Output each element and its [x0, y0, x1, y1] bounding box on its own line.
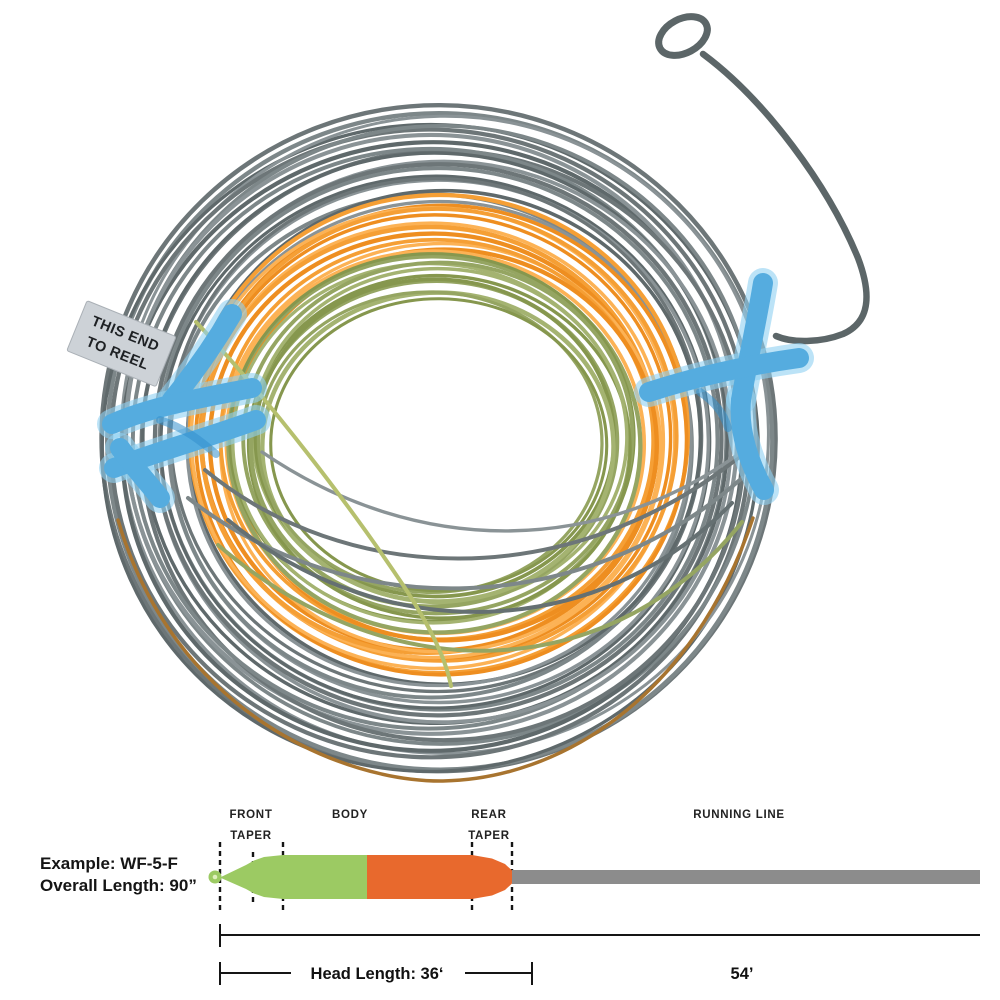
body-front-shape — [283, 855, 367, 899]
coil-strand — [260, 290, 616, 604]
leader-curve — [699, 50, 870, 345]
coil-strand — [269, 297, 609, 593]
pipe-cleaner-left-strokes — [97, 299, 271, 513]
front-taper-label-line2: TAPER — [230, 830, 272, 842]
line-profile — [208, 855, 980, 899]
coil-bottom-rim — [116, 516, 755, 783]
welded-loop-end — [655, 13, 870, 345]
tip-dot-highlight — [212, 874, 218, 880]
pipe-cleaner-right-strokes — [634, 268, 814, 505]
coil-strand — [241, 260, 635, 616]
rear-taper-shape — [472, 855, 512, 899]
diagram-caption: Example: WF-5-F Overall Length: 90” — [40, 854, 197, 895]
head-length-dimension: Head Length: 36‘ 54’ — [219, 962, 754, 985]
example-label: Example: WF-5-F — [40, 854, 178, 873]
running-line-shape — [512, 870, 980, 884]
body-label: BODY — [332, 809, 368, 821]
sagging-strands — [186, 445, 750, 653]
running-length-text: 54’ — [731, 965, 754, 983]
rear-taper-label-line2: TAPER — [468, 830, 510, 842]
reel-end-tag: THIS END TO REEL — [66, 300, 176, 387]
coil-strand — [256, 290, 604, 595]
head-length-text: Head Length: 36‘ — [311, 965, 444, 983]
section-divider-lines — [218, 842, 514, 912]
overall-length-label: Overall Length: 90” — [40, 876, 197, 895]
running-line-label: RUNNING LINE — [693, 809, 784, 821]
front-taper-label-line1: FRONT — [229, 809, 272, 821]
rear-taper-label-line1: REAR — [471, 809, 506, 821]
taper-diagram: Example: WF-5-F Overall Length: 90” FRON… — [40, 809, 980, 985]
tag-background — [66, 300, 176, 387]
overall-dimension-line — [219, 924, 980, 947]
welded-loop — [655, 13, 711, 59]
front-taper-shape — [221, 855, 283, 899]
pipe-cleaner-right — [634, 268, 814, 505]
body-rear-shape — [367, 855, 472, 899]
fly-line-photo: THIS END TO REEL — [66, 13, 870, 783]
pipe-cleaner-left — [97, 299, 271, 513]
section-labels: FRONT TAPER BODY REAR TAPER RUNNING LINE — [229, 809, 784, 842]
